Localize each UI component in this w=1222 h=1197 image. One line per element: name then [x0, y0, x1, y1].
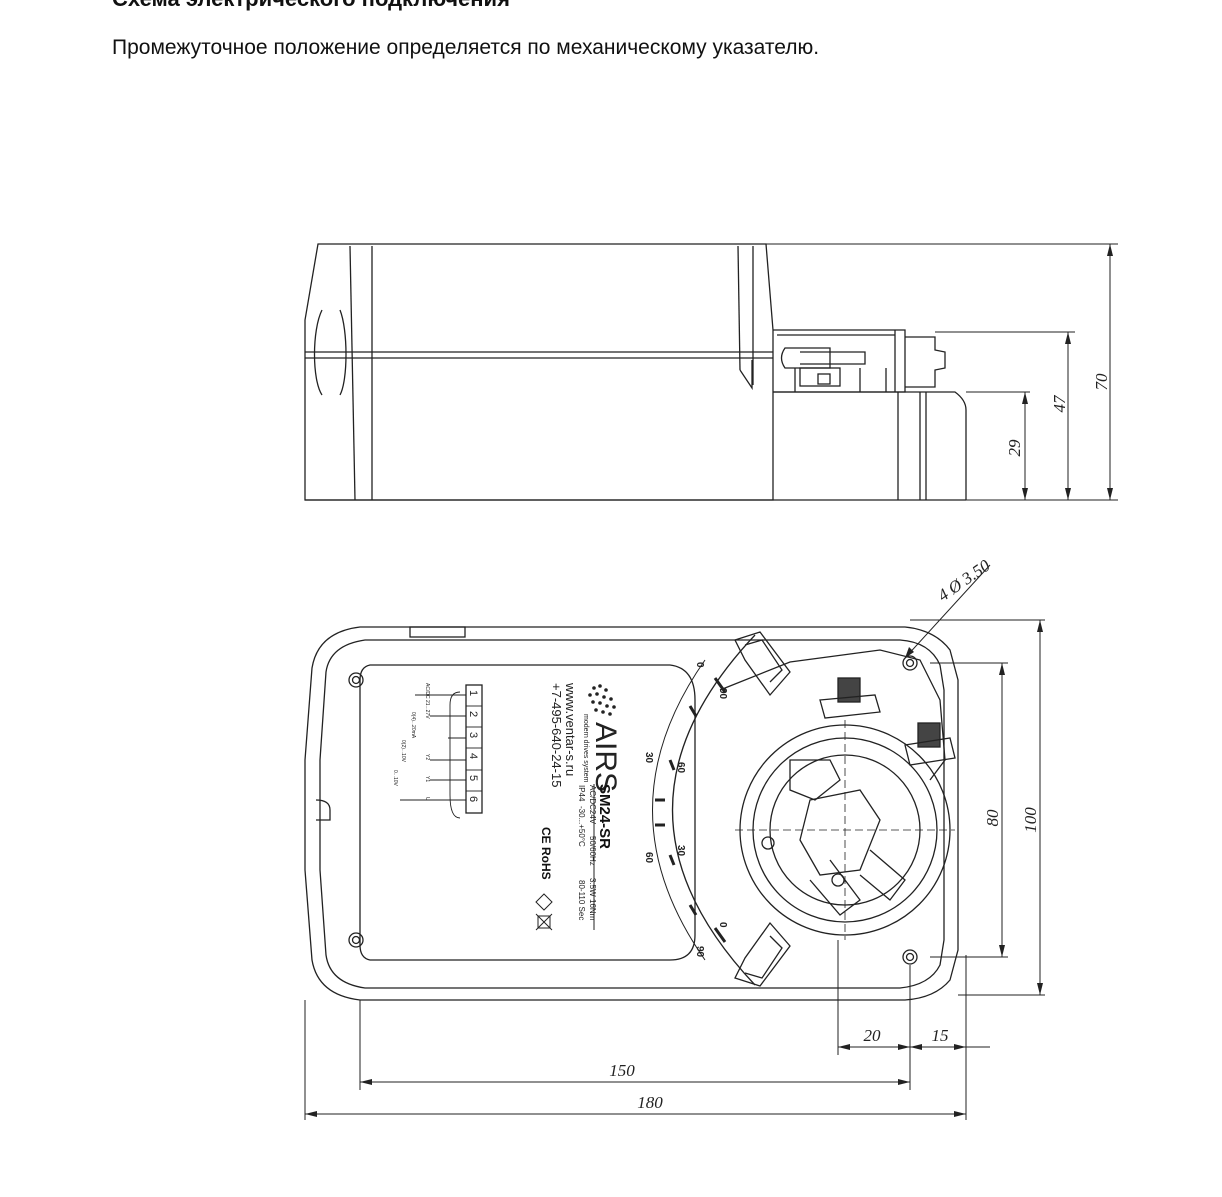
dim-80: 80 [983, 809, 1002, 827]
side-view-dimension-labels: 70 47 29 [1005, 373, 1111, 457]
dim-15: 15 [932, 1026, 949, 1045]
wiring-u: U [424, 797, 430, 801]
dim-29: 29 [1005, 439, 1024, 457]
side-view [304, 243, 1118, 501]
terminal-number: 2 [467, 711, 479, 717]
brand-name: AIRS [589, 722, 622, 792]
spec-time: 80-110 Sec [577, 880, 586, 920]
dim-20: 20 [864, 1026, 882, 1045]
wiring-current-output: 0(4)...20mA [410, 712, 416, 739]
terminal-number: 1 [467, 690, 479, 696]
scale-label: 30 [675, 845, 686, 857]
scale-label: 0 [694, 662, 705, 668]
wiring-voltage-output: 0(2)...10V [400, 740, 406, 763]
dim-180: 180 [637, 1093, 663, 1112]
scale-label: 0 [717, 922, 728, 928]
scale-label: 30 [643, 752, 654, 764]
terminal-number: 3 [467, 732, 479, 738]
scale-marks: 90 0 30 60 60 30 0 90 [643, 662, 728, 958]
spec-frequency: 50/60Hz [588, 836, 597, 866]
spec-power: 3.5W [588, 878, 597, 897]
top-view [304, 564, 1045, 1120]
scale-label: 60 [675, 762, 686, 774]
terminal-number: 5 [467, 775, 479, 781]
dim-70: 70 [1092, 373, 1111, 391]
description-text: Промежуточное положение определяется по … [112, 36, 820, 59]
nameplate: AIRS modern drives system SM24-SR AC/DC2… [392, 682, 622, 931]
dim-100: 100 [1021, 807, 1040, 833]
section-heading-cut: Схема электрического подключения [112, 0, 512, 14]
scale-label: 90 [694, 946, 705, 958]
wiring-voltage-input: 0...10V [392, 770, 398, 787]
hole-callout: 4 Ø 3.50 [934, 555, 994, 605]
wiring-y2: Y2 [424, 754, 430, 760]
scale-label: 60 [643, 852, 654, 864]
spec-ip: IP44 [577, 785, 586, 802]
dim-47: 47 [1050, 394, 1069, 413]
scale-label: 90 [717, 688, 728, 700]
terminal-number: 4 [467, 753, 479, 759]
certification-icons [535, 893, 553, 931]
wiring-y1: Y1 [424, 776, 430, 782]
brand-logo [588, 684, 616, 716]
model-name: SM24-SR [596, 784, 613, 849]
brand-tagline: modern drives system [582, 714, 589, 783]
website: www.ventar-s.ru [563, 682, 578, 776]
phone: +7-495-640-24-15 [549, 683, 564, 787]
terminal-number: 6 [467, 796, 479, 802]
dim-150: 150 [609, 1061, 635, 1080]
spec-voltage: AC/DC24V [588, 785, 597, 825]
spec-temperature: -30...+50°C [577, 806, 586, 847]
certification-marks: CE RoHS [539, 827, 553, 880]
wiring-supply: AC/DC 21...27V [424, 683, 430, 719]
spec-torque: 16Nm [588, 899, 597, 921]
